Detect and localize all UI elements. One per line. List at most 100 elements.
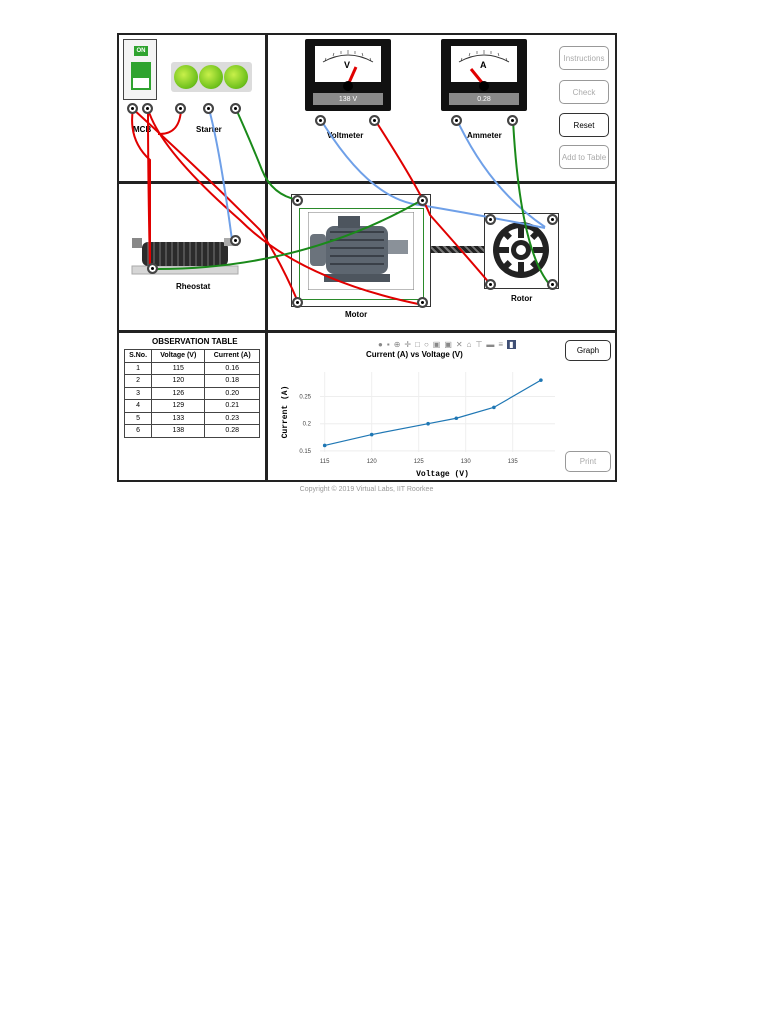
voltmeter-terminal-1[interactable]: [315, 115, 326, 126]
voltmeter: V 138 V: [305, 39, 391, 111]
print-button[interactable]: Print: [565, 451, 611, 472]
ammeter-symbol: A: [480, 60, 487, 70]
table-cell: 0.28: [204, 424, 260, 438]
table-cell: 4: [123, 399, 153, 413]
ammeter-terminal-1[interactable]: [451, 115, 462, 126]
ammeter-needle-icon: [469, 68, 489, 91]
y-axis-label: Current (A): [281, 386, 290, 439]
mcb-switch[interactable]: ON: [123, 39, 157, 100]
voltmeter-terminal-2[interactable]: [369, 115, 380, 126]
home-icon[interactable]: ⌂: [466, 339, 472, 349]
camera-icon[interactable]: ●: [378, 339, 383, 349]
autoscale-icon[interactable]: ✕: [455, 339, 463, 349]
ammeter-terminal-2[interactable]: [507, 115, 518, 126]
rotor-terminal-4[interactable]: [547, 279, 558, 290]
y-tick-label: 0.15: [299, 449, 311, 455]
motor-terminal-2[interactable]: [417, 195, 428, 206]
rheostat-terminal-1[interactable]: [230, 235, 241, 246]
starter-lamp-2: [199, 65, 223, 89]
hover-closest-icon[interactable]: ▬: [486, 339, 495, 349]
graph-button[interactable]: Graph: [565, 340, 611, 361]
y-tick-label: 0.25: [299, 394, 311, 400]
box-select-icon[interactable]: □: [415, 339, 420, 349]
voltmeter-label: Voltmeter: [327, 131, 364, 140]
ammeter-scale-icon: [458, 50, 510, 63]
divider-lower: [117, 330, 617, 333]
rotor-terminal-3[interactable]: [485, 279, 496, 290]
ammeter-label: Ammeter: [467, 131, 502, 140]
rheostat-terminal-2[interactable]: [147, 263, 158, 274]
motor-terminal-4[interactable]: [417, 297, 428, 308]
table-cell: 133: [151, 411, 206, 425]
mcb-lever-base: [131, 78, 151, 90]
voltmeter-needle-icon: [343, 66, 358, 91]
table-cell: 0.21: [204, 399, 260, 413]
divider-upper: [117, 181, 617, 184]
data-point: [539, 378, 543, 382]
starter-lamp-3: [224, 65, 248, 89]
plot-toolbar: ● ▪ ⊕ ✛ □ ○ ▣ ▣ ✕ ⌂ ⊤ ▬ ≡ ▮: [378, 339, 558, 349]
motor-terminal-1[interactable]: [292, 195, 303, 206]
starter-terminal-3[interactable]: [230, 103, 241, 114]
rotor-icon: [493, 222, 549, 278]
starter-terminal-1[interactable]: [175, 103, 186, 114]
mcb-lever[interactable]: [131, 62, 151, 78]
table-cell: 126: [151, 386, 206, 400]
rotor-terminal-1[interactable]: [485, 214, 496, 225]
reset-button[interactable]: Reset: [559, 113, 609, 137]
table-cell: 120: [151, 374, 206, 388]
table-cell: 3: [123, 386, 153, 400]
mcb-terminal-1[interactable]: [127, 103, 138, 114]
zoom-in-icon[interactable]: ▣: [432, 339, 441, 349]
data-point: [322, 443, 327, 448]
x-tick-label: 125: [414, 459, 425, 465]
starter-label: Starter: [196, 125, 222, 134]
table-cell: 0.23: [204, 411, 260, 425]
table-header-row: S.No. Voltage (V) Current (A): [123, 349, 260, 363]
table-cell: 5: [123, 411, 153, 425]
column-header: Voltage (V): [151, 349, 206, 363]
plotly-logo-icon[interactable]: ▮: [507, 339, 516, 349]
motor-icon: [308, 212, 414, 290]
x-tick-label: 130: [461, 459, 472, 465]
starter-lamp-1: [174, 65, 198, 89]
divider-vertical: [265, 33, 268, 482]
zoom-out-icon[interactable]: ▣: [444, 339, 452, 349]
check-button[interactable]: Check: [559, 80, 609, 104]
mcb-terminal-2[interactable]: [142, 103, 153, 114]
motor-terminal-3[interactable]: [292, 297, 303, 308]
ammeter: A 0.28: [441, 39, 527, 111]
zoom-icon[interactable]: ⊕: [393, 339, 401, 349]
instructions-button[interactable]: Instructions: [559, 46, 609, 70]
table-cell: 0.16: [204, 361, 260, 375]
table-cell: 6: [123, 424, 153, 438]
starter-terminal-2[interactable]: [203, 103, 214, 114]
voltmeter-symbol: V: [344, 60, 351, 70]
table-cell: 0.18: [204, 374, 260, 388]
add-to-table-button[interactable]: Add to Table: [559, 145, 609, 169]
column-header: Current (A): [204, 349, 260, 363]
voltmeter-reading: 138 V: [313, 93, 383, 105]
voltmeter-scale-icon: [322, 50, 374, 63]
table-cell: 0.20: [204, 386, 260, 400]
table-cell: 2: [123, 374, 153, 388]
lasso-icon[interactable]: ○: [423, 339, 429, 349]
spike-icon[interactable]: ⊤: [475, 339, 483, 349]
ammeter-reading: 0.28: [449, 93, 519, 105]
data-point: [369, 432, 374, 437]
pan-icon[interactable]: ✛: [404, 339, 412, 349]
hover-compare-icon[interactable]: ≡: [498, 339, 504, 349]
ammeter-dial: A: [451, 46, 517, 82]
rheostat-label: Rheostat: [176, 282, 211, 291]
save-icon[interactable]: ▪: [386, 339, 390, 349]
mcb-label: MCB: [133, 125, 152, 134]
rotor-terminal-2[interactable]: [547, 214, 558, 225]
